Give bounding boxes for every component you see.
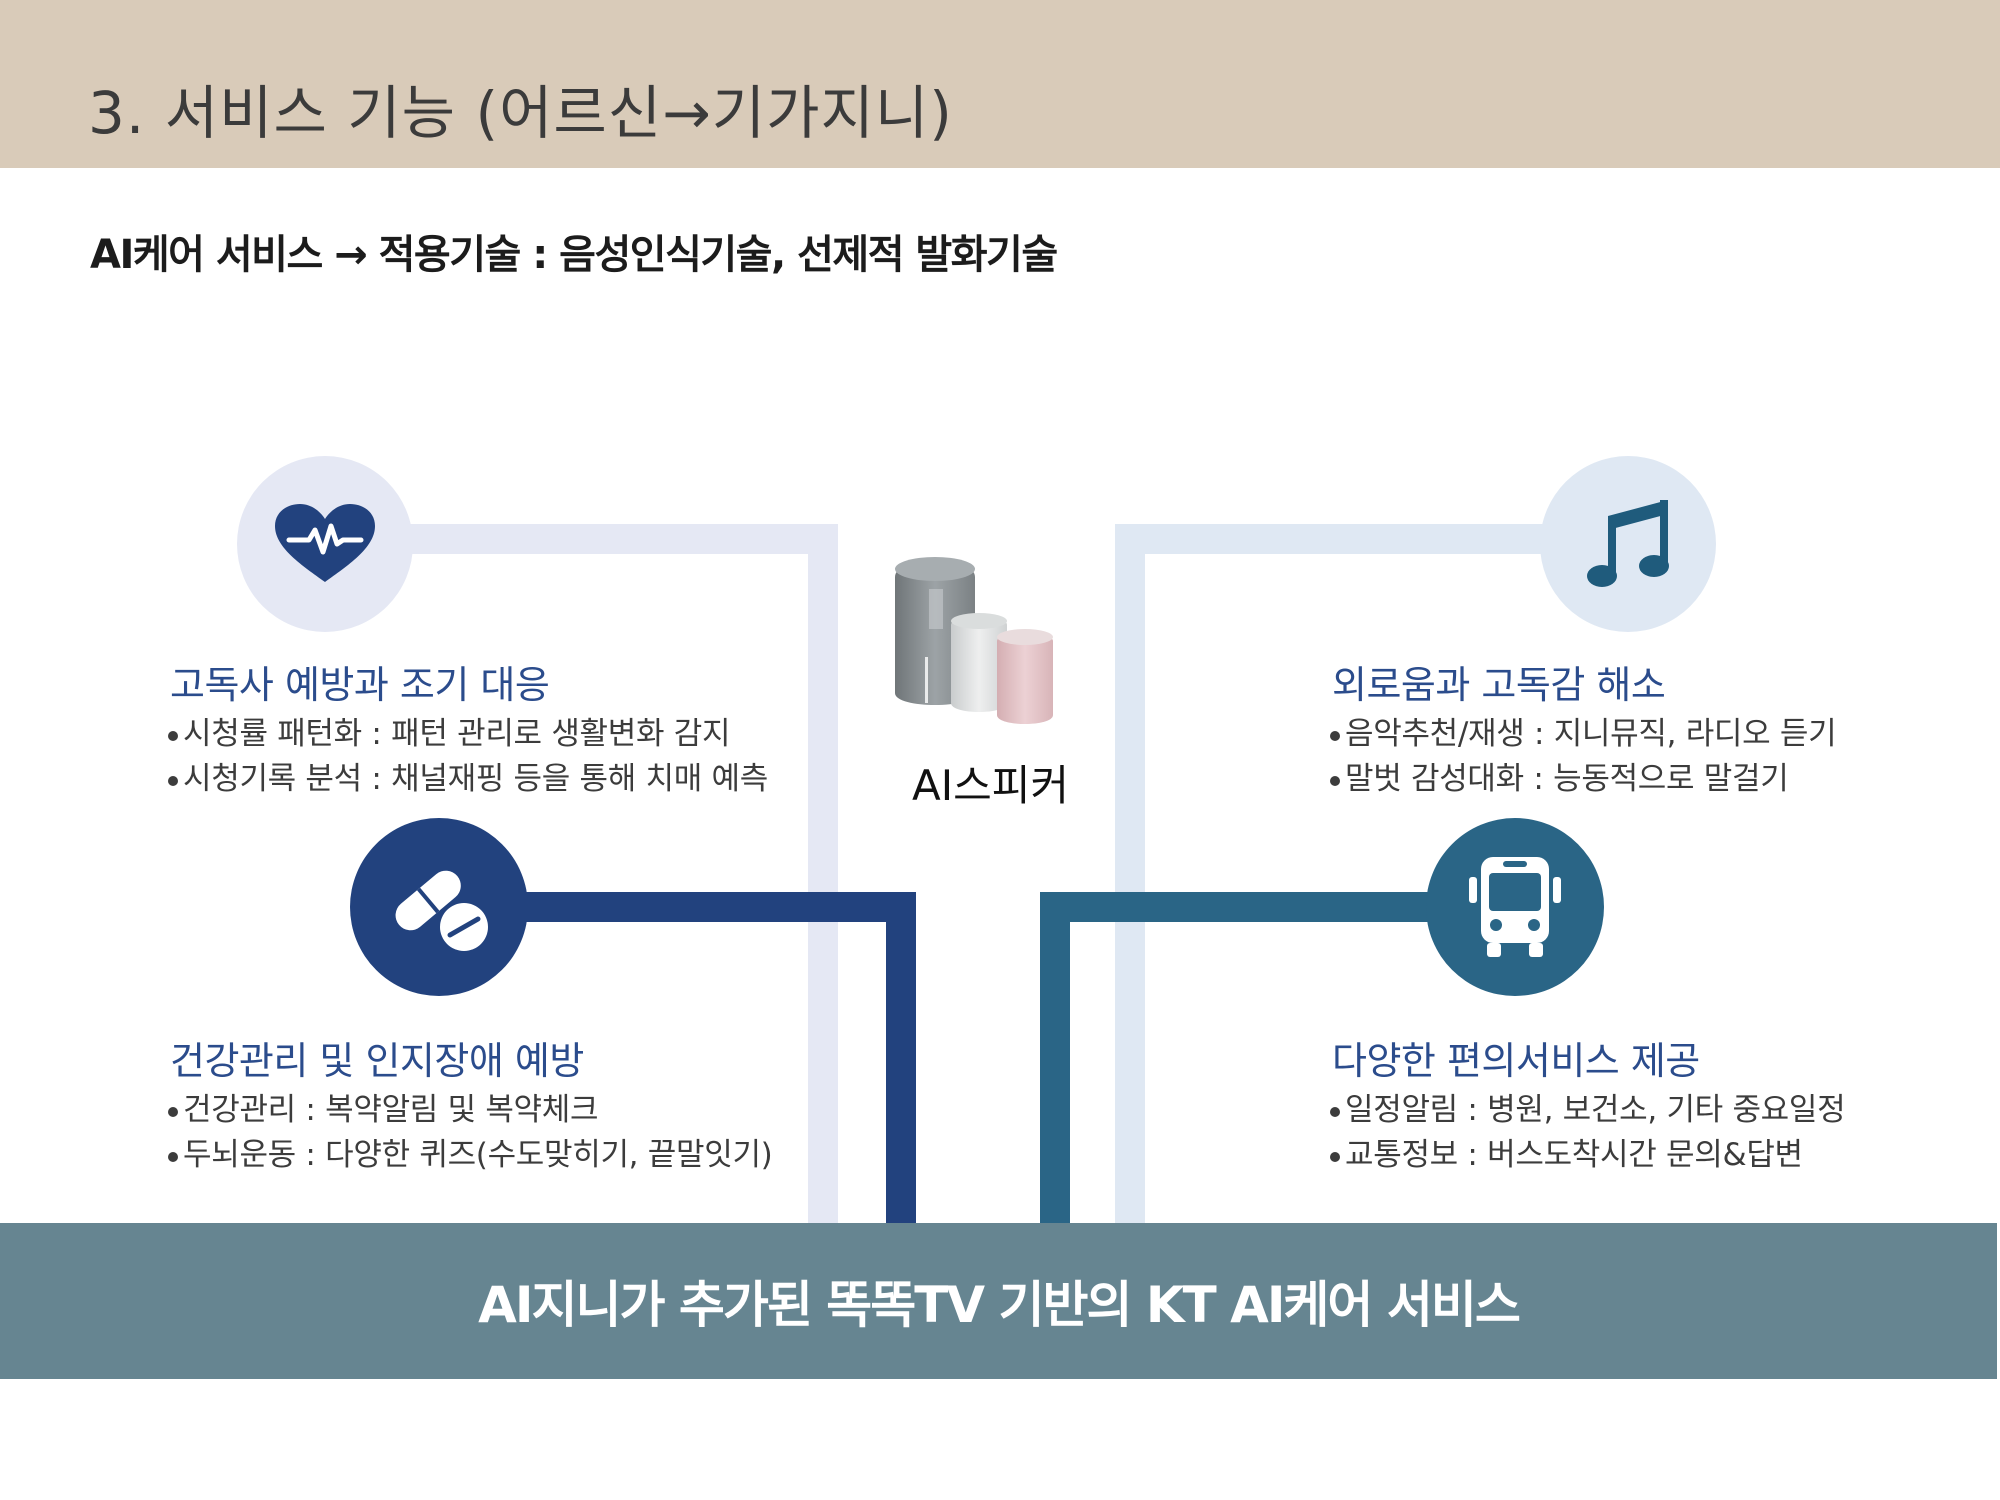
feature-title-health: 건강관리 및 인지장애 예방: [170, 1039, 584, 1083]
list-item: 두뇌운동 : 다양한 퀴즈(수도맞히기, 끝말잇기): [168, 1133, 773, 1178]
heart-pulse-icon: [275, 504, 375, 582]
feature-title-loneliness: 외로움과 고독감 해소: [1332, 663, 1666, 707]
list-item: 교통정보 : 버스도착시간 문의&답변: [1330, 1133, 1845, 1178]
list-item: 시청률 패턴화 : 패턴 관리로 생활변화 감지: [168, 712, 768, 757]
heart-circle: [237, 456, 413, 632]
connector-line-loneliness-vertical: [1115, 524, 1145, 1224]
speaker-label: AI스피커: [912, 761, 1070, 810]
list-item: 음악추천/재생 : 지니뮤직, 라디오 듣기: [1330, 712, 1837, 757]
bullet-icon: [1330, 1151, 1340, 1162]
bottom-banner-text: AI지니가 추가된 똑똑TV 기반의 KT AI케어 서비스: [478, 1276, 1521, 1334]
connector-line-health: [500, 892, 916, 922]
bullet-icon: [1330, 1106, 1340, 1117]
subtitle: AI케어 서비스 → 적용기술 : 음성인식기술, 선제적 발화기술: [90, 232, 1058, 278]
header-band: [0, 0, 2000, 168]
connector-line-lonely-death-vertical: [808, 524, 838, 1224]
pills-circle: [350, 818, 528, 996]
bullet-icon: [168, 1106, 178, 1117]
pills-icon: [395, 870, 488, 951]
list-item: 시청기록 분석 : 채널재핑 등을 통해 치매 예측: [168, 757, 768, 802]
feature-list-lonely-death: 시청률 패턴화 : 패턴 관리로 생활변화 감지 시청기록 분석 : 채널재핑 …: [168, 712, 768, 802]
bullet-icon: [168, 1151, 178, 1162]
feature-list-health: 건강관리 : 복약알림 및 복약체크 두뇌운동 : 다양한 퀴즈(수도맞히기, …: [168, 1088, 773, 1178]
page-title: 3. 서비스 기능 (어르신→기가지니): [88, 79, 953, 147]
connector-line-convenience-vertical: [1040, 892, 1070, 1224]
list-item: 말벗 감성대화 : 능동적으로 말걸기: [1330, 757, 1836, 802]
connector-line-loneliness: [1115, 524, 1575, 554]
bottom-banner: AI지니가 추가된 똑똑TV 기반의 KT AI케어 서비스: [0, 1223, 1997, 1379]
list-item: 건강관리 : 복약알림 및 복약체크: [168, 1088, 772, 1133]
connector-line-convenience: [1040, 892, 1490, 922]
bullet-icon: [1330, 775, 1340, 786]
connector-line-lonely-death: [395, 524, 838, 554]
feature-list-loneliness: 음악추천/재생 : 지니뮤직, 라디오 듣기 말벗 감성대화 : 능동적으로 말…: [1330, 712, 1837, 802]
feature-title-lonely-death: 고독사 예방과 조기 대응: [170, 663, 550, 707]
feature-title-convenience: 다양한 편의서비스 제공: [1332, 1039, 1700, 1083]
music-note-icon: [1587, 500, 1669, 587]
ai-speaker-image: [895, 557, 1053, 724]
bus-circle: [1426, 818, 1604, 996]
feature-list-convenience: 일정알림 : 병원, 보건소, 기타 중요일정 교통정보 : 버스도착시간 문의…: [1330, 1088, 1846, 1178]
bullet-icon: [168, 775, 178, 786]
bullet-icon: [1330, 730, 1340, 741]
list-item: 일정알림 : 병원, 보건소, 기타 중요일정: [1330, 1088, 1846, 1133]
music-circle: [1540, 456, 1716, 632]
bullet-icon: [168, 730, 178, 741]
connector-line-health-vertical: [886, 892, 916, 1224]
bus-icon: [1469, 857, 1561, 957]
